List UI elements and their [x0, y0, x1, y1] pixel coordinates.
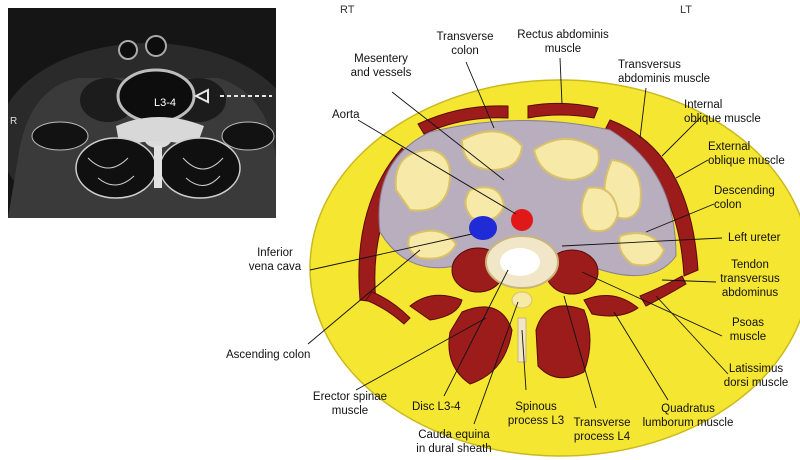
label-external-oblique: External oblique muscle: [708, 140, 800, 168]
erector-spinae-left: [536, 306, 590, 378]
left-side-marker: LT: [680, 4, 692, 16]
label-mesentery: Mesentery and vessels: [336, 52, 426, 80]
spinous-process: [518, 318, 526, 362]
label-transverse-colon: Transverse colon: [420, 30, 510, 58]
ivc-vessel: [469, 216, 497, 240]
label-internal-oblique: Internal oblique muscle: [684, 98, 794, 126]
label-cauda-equina: Cauda equina in dural sheath: [404, 428, 504, 456]
label-aorta: Aorta: [332, 108, 382, 122]
label-quadratus: Quadratus lumborum muscle: [628, 402, 748, 430]
label-erector-spinae: Erector spinae muscle: [300, 390, 400, 418]
label-disc: Disc L3-4: [412, 400, 482, 414]
label-descending-colon: Descending colon: [714, 184, 794, 212]
label-latissimus: Latissimus dorsi muscle: [714, 362, 798, 390]
label-left-ureter: Left ureter: [728, 231, 800, 245]
label-tendon-transversus: Tendon transversus abdominus: [700, 258, 800, 300]
spinal-canal: [512, 292, 532, 308]
label-transverse-process: Transverse process L4: [562, 416, 642, 444]
nucleus: [500, 248, 540, 276]
label-inferior-vena-cava: Inferior vena cava: [244, 246, 306, 274]
label-transversus-abdominis: Transversus abdominis muscle: [618, 58, 748, 86]
label-psoas: Psoas muscle: [716, 316, 780, 344]
label-rectus-abdominis: Rectus abdominis muscle: [508, 28, 618, 56]
right-side-marker: RT: [340, 4, 354, 16]
aorta-vessel: [511, 209, 533, 231]
label-ascending-colon: Ascending colon: [226, 348, 336, 362]
